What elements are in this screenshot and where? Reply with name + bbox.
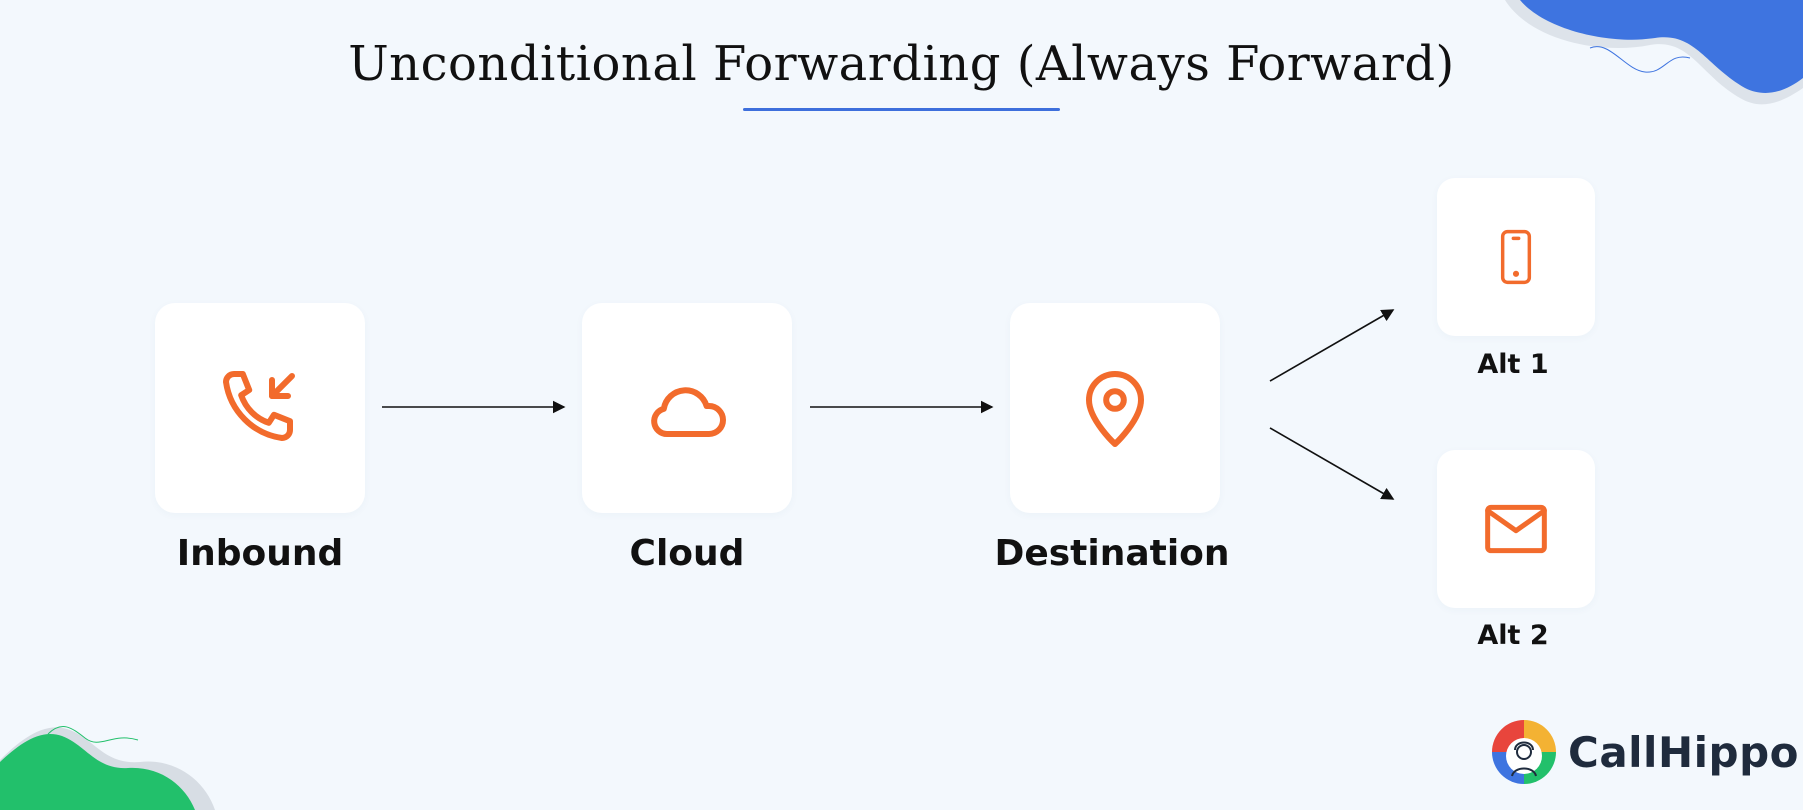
page-title: Unconditional Forwarding (Always Forward… [348,36,1455,92]
alt2-node [1437,450,1595,608]
alt1-label: Alt 1 [1477,349,1549,380]
inbound-label: Inbound [176,533,344,574]
destination-label: Destination [994,533,1230,574]
mail-icon [1485,504,1547,554]
cloud-node [582,303,792,513]
top-right-wave-decoration [1505,0,1803,105]
arrow-destination-to-alt1 [1269,309,1395,382]
destination-node [1010,303,1220,513]
title-underline [743,108,1060,111]
brand-name: CallHippo [1568,727,1799,777]
callhippo-logo-icon [1492,720,1556,784]
cloud-label: Cloud [629,533,745,574]
callhippo-brand: CallHippo [1490,718,1799,786]
alt1-node [1437,178,1595,336]
incoming-call-icon [223,371,295,441]
arrow-destination-to-alt2 [1269,427,1395,500]
map-pin-icon [1086,371,1144,447]
alt2-label: Alt 2 [1477,620,1549,651]
cloud-icon [651,387,726,438]
smartphone-icon [1500,229,1532,285]
inbound-node [155,303,365,513]
bottom-left-wave-decoration [0,725,215,810]
